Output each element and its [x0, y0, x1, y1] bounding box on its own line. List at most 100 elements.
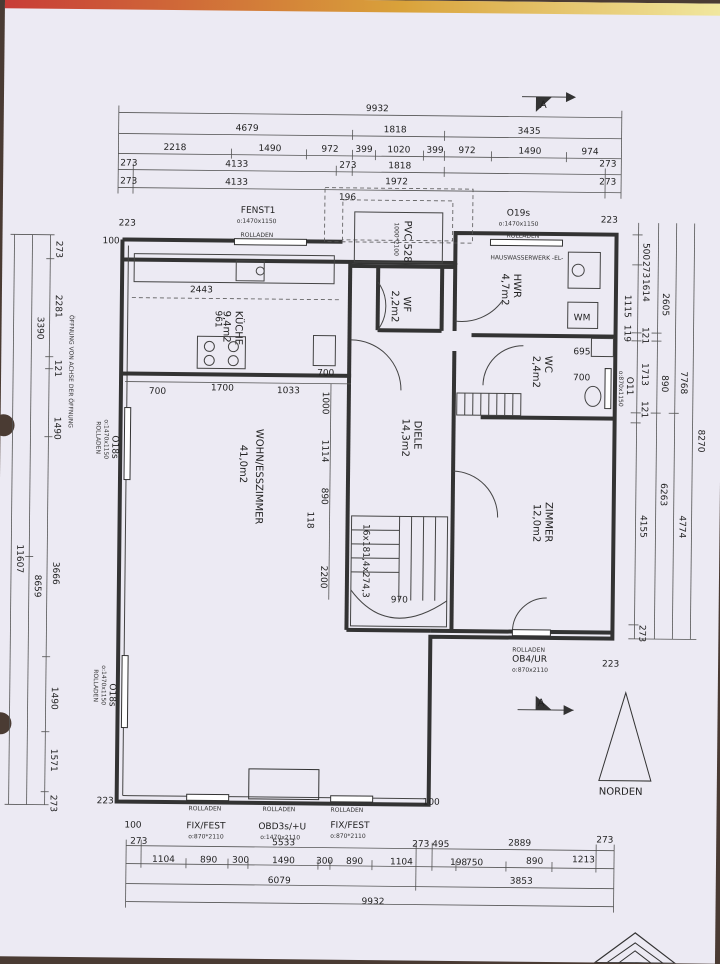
- window-wc-label: O11: [624, 377, 634, 396]
- dim-695: 695: [573, 347, 590, 357]
- room-wf-area: 2,2m2: [389, 290, 400, 322]
- window-o18s-b-size: o:1470x1150: [100, 665, 107, 705]
- room-wc-name: WC: [542, 356, 553, 373]
- rolladen-label: ROLLADEN: [512, 647, 545, 654]
- room-kitchen-name: KÜCHE: [232, 311, 245, 346]
- dim-bottom: 300: [232, 856, 250, 866]
- dim-bottom: 300: [316, 857, 334, 867]
- dim-top: 399: [355, 145, 373, 155]
- dim-bottom: 1104: [152, 855, 175, 865]
- north-arrow-icon: [599, 693, 652, 782]
- dim-right: 890: [659, 375, 669, 393]
- north-label: NORDEN: [599, 787, 643, 798]
- dim-100: 100: [124, 821, 142, 831]
- door-fix1-size: o:870*2110: [188, 833, 224, 840]
- dim-right: 273: [636, 625, 646, 642]
- door-fix1-label: FIX/FEST: [186, 821, 226, 831]
- section-label: A: [538, 698, 545, 709]
- dim-top: 3435: [518, 127, 541, 137]
- hwr-door-swing: [455, 301, 502, 322]
- dim-top: 273: [599, 177, 616, 187]
- hauswasser-label: HAUSWASSERWERK -EL-: [490, 254, 563, 262]
- left-dimension-lines: [5, 234, 55, 804]
- dim-bottom: 273: [130, 837, 147, 847]
- dim-top: 1818: [388, 161, 411, 171]
- dim-2200: 2200: [318, 566, 328, 589]
- dim-top: 972: [321, 145, 338, 155]
- dim-left: 1490: [49, 687, 59, 710]
- wm-label: WM: [574, 313, 591, 323]
- dim-top: 1020: [387, 145, 410, 155]
- dim-right: 119: [621, 325, 631, 343]
- dim-bottom: 890: [526, 857, 544, 867]
- window-o18s-a-size: o:1470x1150: [102, 419, 109, 459]
- rolladen-label: ROLLADEN: [331, 807, 364, 814]
- dim-bottom-total: 9932: [362, 897, 385, 907]
- dim-right: 273: [640, 261, 650, 278]
- room-zimmer-name: ZIMMER: [542, 502, 553, 542]
- window-fenst1-size: o:1470x1150: [237, 218, 277, 225]
- dim-right: 1614: [640, 279, 650, 302]
- window-o19s-label: O19s: [507, 209, 531, 219]
- rolladen-label: ROLLADEN: [92, 669, 99, 702]
- toilet-icon: [585, 386, 601, 406]
- dim-1700: 1700: [211, 383, 234, 393]
- window-o18s-a-label: O18s: [109, 435, 119, 459]
- room-wf-name: WF: [401, 296, 412, 312]
- dim-left: 121: [52, 360, 62, 377]
- dim-1033: 1033: [277, 386, 300, 396]
- rolladen-label: ROLLADEN: [241, 232, 274, 239]
- stair-width: 970: [391, 595, 409, 605]
- dim-890: 890: [319, 488, 329, 506]
- logo-icon: [595, 932, 675, 963]
- section-marker-top: [522, 92, 576, 113]
- dim-1000: 1000: [320, 392, 330, 415]
- stove-icon: [204, 341, 214, 351]
- dim-top: 2218: [163, 143, 186, 153]
- dim-bottom: 1213: [572, 855, 595, 865]
- dim-top: 273: [120, 158, 137, 168]
- dim-196: 196: [339, 193, 357, 203]
- dim-top-total: 9932: [366, 104, 389, 114]
- dim-left: 2281: [53, 295, 63, 318]
- room-zimmer-area: 12,0m2: [530, 504, 541, 542]
- dim-left: 1571: [48, 749, 58, 772]
- dim-100: 100: [423, 798, 441, 808]
- rolladen-label: ROLLADEN: [263, 806, 296, 813]
- dim-right: 6263: [658, 483, 668, 506]
- door-obd3-label: OBD3s/+U: [258, 822, 306, 832]
- dim-left-total: 11607: [14, 544, 24, 573]
- dim-top: 4679: [236, 124, 259, 134]
- dim-left: 8659: [32, 575, 42, 598]
- dim-223: 223: [119, 218, 136, 228]
- dim-top: 972: [458, 146, 475, 156]
- dim-top: 273: [120, 176, 137, 186]
- dim-right: 8270: [695, 430, 705, 453]
- section-marker-bottom: [518, 696, 574, 716]
- dim-bottom: 3853: [510, 877, 533, 887]
- dim-700b: 700: [317, 369, 335, 379]
- dim-bottom: 890: [200, 855, 218, 865]
- kitchen-dims: [125, 382, 351, 384]
- zimmer-door-swing: [453, 471, 498, 517]
- dim-bottom: 890: [346, 857, 364, 867]
- dim-top: 1818: [384, 125, 407, 135]
- dim-bottom: 198: [450, 858, 468, 868]
- dim-bottom: 5533: [272, 838, 295, 848]
- dim-223: 223: [602, 660, 619, 670]
- dim-top: 4133: [225, 178, 248, 188]
- dim-top: 1490: [258, 144, 281, 154]
- door-ob4-label: OB4/UR: [512, 655, 547, 665]
- room-hwr-area: 4,7m2: [499, 273, 510, 305]
- dim-top: 974: [581, 147, 599, 157]
- dim-right: 1713: [639, 363, 649, 386]
- dim-bottom: 2889: [508, 839, 531, 849]
- dim-right: 4774: [676, 515, 686, 538]
- dim-118: 118: [304, 511, 314, 529]
- dim-right: 7768: [678, 371, 688, 394]
- stair-spec: 16x181,4x274,3: [360, 524, 371, 598]
- dim-top: 273: [599, 159, 616, 169]
- dim-left: 273: [53, 241, 63, 258]
